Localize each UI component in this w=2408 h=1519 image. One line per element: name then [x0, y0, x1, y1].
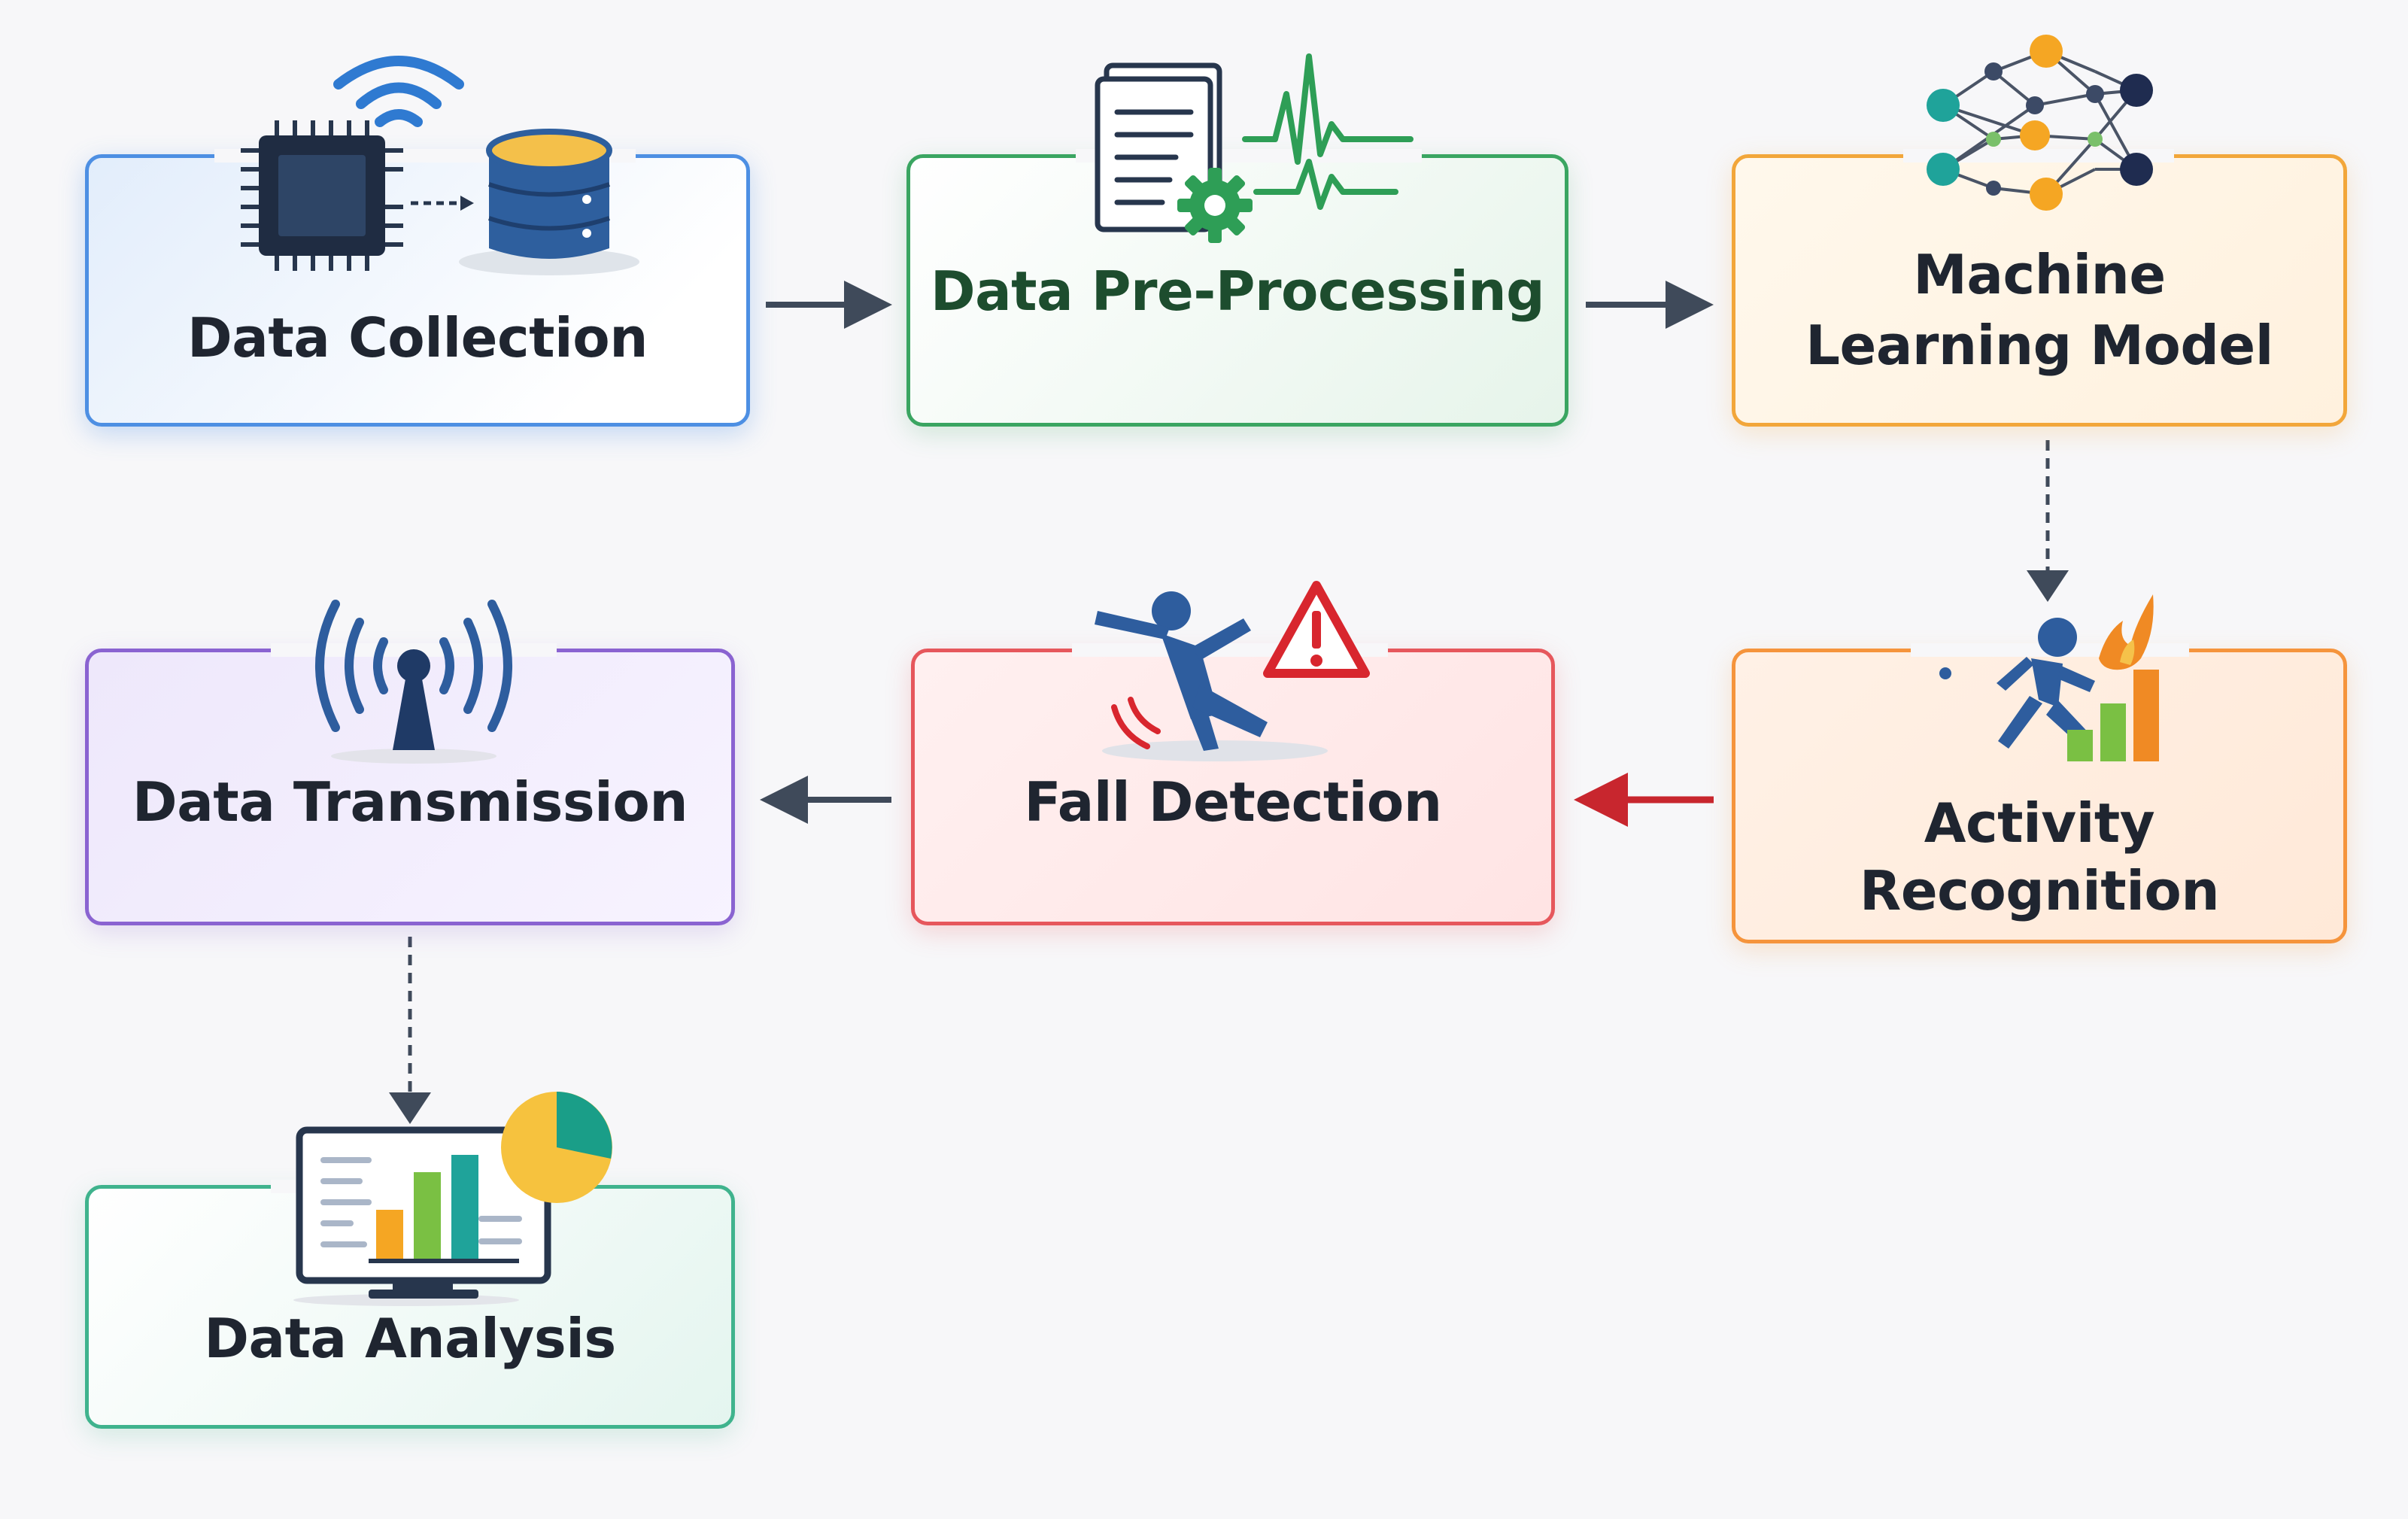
microchip-icon	[241, 120, 403, 271]
step-label-line1: Machine	[1913, 243, 2166, 306]
wifi-signal-icon	[333, 56, 464, 127]
database-icon	[459, 129, 639, 275]
bar-chart-icon	[2067, 670, 2159, 761]
step-activity-recognition: Activity Recognition	[1732, 649, 2347, 943]
step-data-transmission: Data Transmission	[85, 649, 735, 925]
step-label: Data Collection	[187, 306, 648, 369]
step-fall-detection: Fall Detection	[911, 649, 1555, 925]
radio-antenna-icon	[315, 600, 512, 764]
monitor-bar-chart-icon	[293, 1126, 551, 1306]
step-label-line2: Recognition	[1859, 859, 2220, 922]
step-data-collection: Data Collection	[85, 154, 750, 427]
step-label: Data Pre-Processing	[930, 260, 1545, 323]
waveform-icon	[1242, 53, 1414, 210]
running-person-icon	[1939, 618, 2095, 749]
step-label: Fall Detection	[1024, 770, 1442, 834]
neural-network-icon	[1927, 35, 2153, 211]
step-label-line2: Learning Model	[1805, 314, 2273, 377]
step-label-line1: Activity	[1924, 791, 2155, 855]
gear-icon	[1177, 168, 1253, 243]
flame-icon	[2099, 594, 2154, 670]
step-label: Data Analysis	[204, 1307, 616, 1370]
arrow-transmission-to-analysis-head	[389, 1092, 431, 1124]
step-label: Data Transmission	[132, 770, 688, 834]
falling-person-icon	[1095, 591, 1328, 761]
arrow-ml-to-activity-head	[2027, 570, 2069, 602]
pie-chart-icon	[501, 1092, 612, 1203]
warning-triangle-icon	[1263, 581, 1370, 678]
